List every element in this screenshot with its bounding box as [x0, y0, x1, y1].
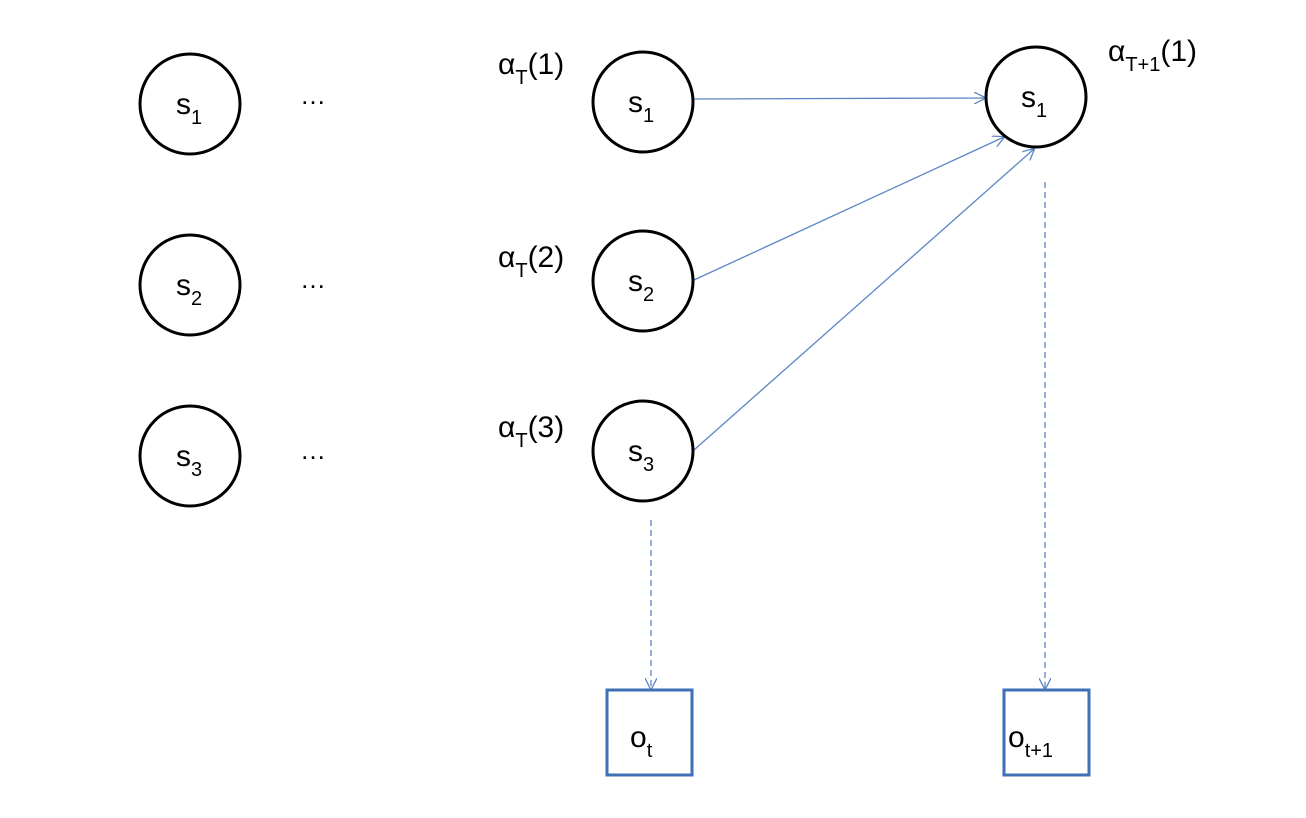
left-node-s3: s3	[138, 404, 242, 508]
ellipsis-row-1: …	[300, 80, 326, 110]
transition-arrow-s2	[693, 137, 1004, 281]
svg-text:s3: s3	[176, 440, 202, 481]
transition-arrow-s3	[693, 149, 1034, 451]
ellipsis-row-3: …	[300, 435, 326, 465]
svg-text:s3: s3	[628, 435, 654, 476]
svg-text:ot: ot	[630, 721, 653, 762]
middle-node-s1: s1	[591, 50, 695, 154]
left-node-s2: s2	[138, 233, 242, 337]
alpha-label-1: αT(1)	[498, 48, 564, 89]
observation-box-t: ot	[605, 688, 694, 777]
ellipsis-row-2: …	[300, 264, 326, 294]
svg-text:s1: s1	[628, 86, 654, 127]
svg-text:s1: s1	[176, 88, 202, 129]
alpha-label-2: αT(2)	[498, 241, 564, 282]
middle-node-s3: s3	[591, 399, 695, 503]
observation-box-t-plus-1: ot+1	[1002, 688, 1091, 777]
svg-text:s2: s2	[176, 269, 202, 310]
svg-text:ot+1: ot+1	[1008, 721, 1053, 762]
transition-arrow-s1	[693, 98, 985, 99]
left-node-s1: s1	[138, 52, 242, 156]
svg-text:s1: s1	[1021, 81, 1047, 122]
right-node-s1: s1	[984, 45, 1088, 149]
svg-text:s2: s2	[628, 265, 654, 306]
alpha-label-t-plus-1: αT+1(1)	[1108, 35, 1197, 76]
middle-node-s2: s2	[591, 229, 695, 333]
alpha-label-3: αT(3)	[498, 411, 564, 452]
